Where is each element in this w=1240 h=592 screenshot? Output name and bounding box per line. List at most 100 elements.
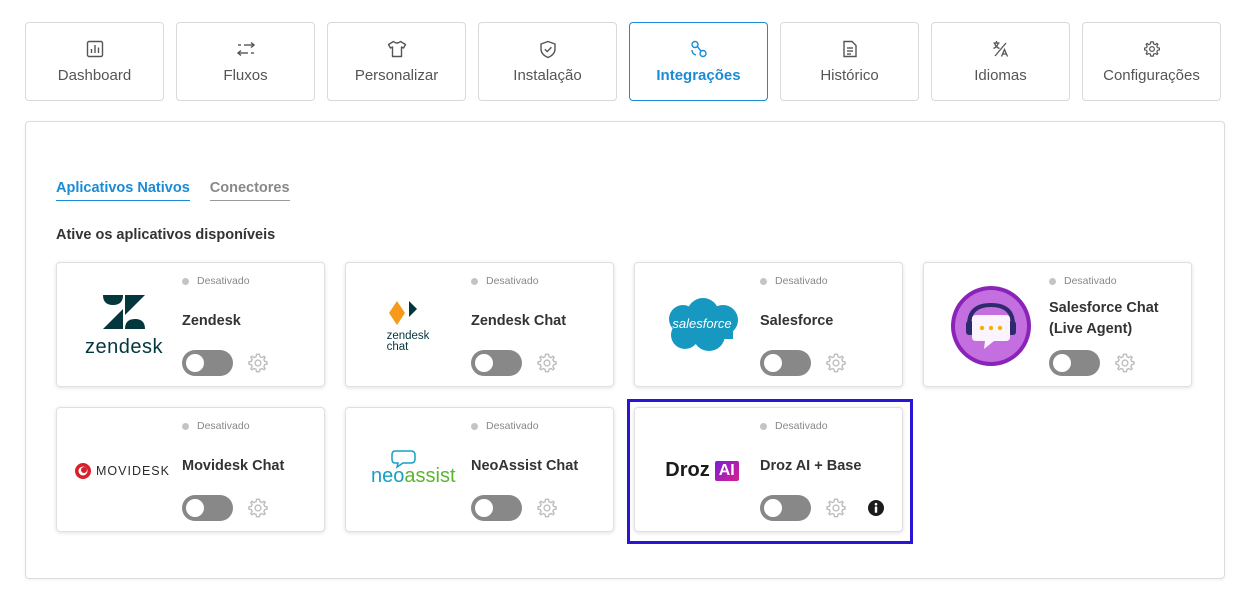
integration-name: Movidesk Chat — [182, 458, 285, 474]
tab-label: Personalizar — [354, 67, 439, 84]
enable-toggle[interactable] — [182, 350, 233, 376]
tab-instalacao[interactable]: Instalação — [478, 22, 617, 101]
status-badge: Desativado — [760, 420, 828, 432]
toggle-knob — [186, 354, 204, 372]
tab-label: Integrações — [656, 67, 741, 84]
settings-gear-icon[interactable] — [247, 352, 269, 374]
status-text: Desativado — [775, 420, 828, 432]
integration-name: NeoAssist Chat — [471, 458, 579, 474]
status-text: Desativado — [486, 275, 539, 287]
enable-toggle[interactable] — [760, 495, 811, 521]
enable-toggle[interactable] — [1049, 350, 1100, 376]
enable-toggle[interactable] — [182, 495, 233, 521]
settings-gear-icon[interactable] — [825, 497, 847, 519]
neoassist-wordmark-2: assist — [404, 464, 456, 487]
integration-name: Salesforce — [760, 313, 834, 329]
droz-ai-logo: Droz AI — [647, 428, 757, 513]
zendesk-mark-icon — [103, 295, 145, 329]
chat-agent-icon — [951, 285, 1031, 366]
toggle-knob — [764, 354, 782, 372]
tab-personalizar[interactable]: Personalizar — [327, 22, 466, 101]
settings-gear-icon[interactable] — [1114, 352, 1136, 374]
settings-gear-icon[interactable] — [536, 352, 558, 374]
toggle-knob — [1053, 354, 1071, 372]
dashboard-icon — [85, 39, 105, 59]
tab-configuracoes[interactable]: Configurações — [1082, 22, 1221, 101]
salesforce-wordmark: salesforce — [672, 315, 732, 331]
subtab-connectors[interactable]: Conectores — [209, 180, 290, 201]
tab-integracoes[interactable]: Integrações — [629, 22, 768, 101]
status-dot — [471, 422, 478, 430]
subtabs: Aplicativos Nativos Conectores — [56, 180, 290, 201]
neoassist-logo: neoassist — [358, 428, 468, 513]
neoassist-wordmark: neoassist — [371, 465, 456, 488]
zendesk-chat-wordmark-2: chat — [386, 340, 409, 353]
toggle-knob — [764, 499, 782, 517]
zendesk-logo: zendesk — [69, 283, 179, 368]
integration-card-zendesk: zendesk Desativado Zendesk — [56, 262, 325, 387]
shield-check-icon — [538, 39, 558, 59]
main-nav: Dashboard Fluxos Personalizar Instalação… — [25, 22, 1225, 101]
settings-gear-icon[interactable] — [825, 352, 847, 374]
ai-badge: AI — [714, 460, 739, 481]
status-badge: Desativado — [760, 275, 828, 287]
settings-gear-icon[interactable] — [536, 497, 558, 519]
zendesk-wordmark: zendesk — [85, 336, 163, 358]
toggle-knob — [475, 499, 493, 517]
status-badge: Desativado — [1049, 275, 1117, 287]
enable-toggle[interactable] — [471, 350, 522, 376]
movidesk-logo: MOVIDESK — [69, 428, 179, 513]
tab-label: Instalação — [513, 67, 582, 84]
tab-label: Histórico — [820, 67, 879, 84]
integrations-icon — [689, 39, 709, 59]
status-badge: Desativado — [182, 420, 250, 432]
neoassist-wordmark-1: neo — [371, 464, 405, 487]
status-badge: Desativado — [471, 420, 539, 432]
status-text: Desativado — [775, 275, 828, 287]
status-dot — [1049, 277, 1056, 285]
integration-name: Zendesk — [182, 313, 241, 329]
settings-gear-icon[interactable] — [247, 497, 269, 519]
zendesk-chat-wordmark-1: zendesk — [386, 329, 430, 342]
section-title: Ative os aplicativos disponíveis — [56, 227, 276, 243]
status-dot — [182, 422, 189, 430]
salesforce-chat-logo — [936, 283, 1046, 368]
integration-name: Droz AI + Base — [760, 458, 862, 474]
subtab-native-apps[interactable]: Aplicativos Nativos — [56, 180, 190, 201]
status-dot — [760, 277, 767, 285]
status-badge: Desativado — [182, 275, 250, 287]
salesforce-cloud-icon — [669, 297, 738, 351]
translate-icon — [991, 39, 1011, 59]
status-badge: Desativado — [471, 275, 539, 287]
info-icon[interactable] — [868, 500, 884, 516]
status-dot — [471, 277, 478, 285]
enable-toggle[interactable] — [471, 495, 522, 521]
tab-label: Configurações — [1103, 67, 1200, 84]
salesforce-logo: salesforce — [647, 283, 757, 368]
droz-wordmark: Droz — [665, 459, 710, 481]
integration-name: Salesforce Chat (Live Agent) — [1049, 300, 1159, 337]
status-text: Desativado — [197, 275, 250, 287]
tab-fluxos[interactable]: Fluxos — [176, 22, 315, 101]
status-text: Desativado — [486, 420, 539, 432]
neoassist-bubble-icon — [391, 449, 416, 469]
status-text: Desativado — [197, 420, 250, 432]
zendesk-chat-mark-icon — [388, 300, 417, 325]
tab-label: Fluxos — [223, 67, 268, 84]
enable-toggle[interactable] — [760, 350, 811, 376]
document-icon — [840, 39, 860, 59]
status-text: Desativado — [1064, 275, 1117, 287]
tab-label: Dashboard — [57, 67, 132, 84]
integration-card-salesforce-chat: Desativado Salesforce Chat (Live Agent) — [923, 262, 1192, 387]
gear-icon — [1142, 39, 1162, 59]
integration-card-neoassist-chat: neoassist Desativado NeoAssist Chat — [345, 407, 614, 532]
tab-dashboard[interactable]: Dashboard — [25, 22, 164, 101]
tab-historico[interactable]: Histórico — [780, 22, 919, 101]
tab-idiomas[interactable]: Idiomas — [931, 22, 1070, 101]
movidesk-mark-icon — [75, 462, 91, 479]
movidesk-wordmark: MOVIDESK — [96, 463, 170, 478]
zendesk-chat-logo: zendesk chat — [358, 283, 468, 368]
toggle-knob — [186, 499, 204, 517]
integration-card-droz-ai: Droz AI Desativado Droz AI + Base — [634, 407, 903, 532]
integration-name: Zendesk Chat — [471, 313, 567, 329]
